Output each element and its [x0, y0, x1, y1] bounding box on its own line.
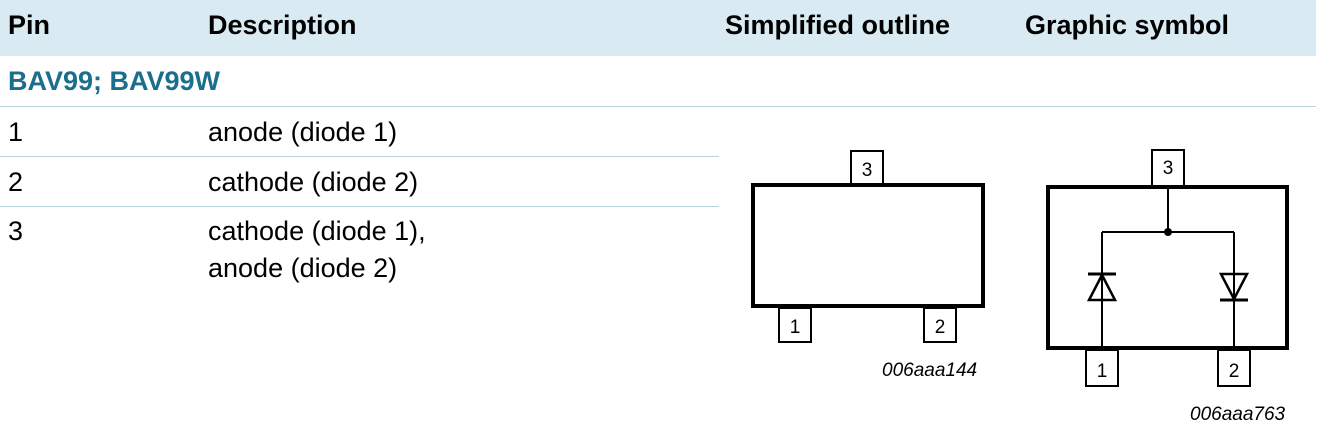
pin-number: 3	[8, 216, 24, 246]
diode-2-icon	[1218, 272, 1250, 302]
group-row: BAV99; BAV99W	[0, 56, 1316, 107]
device-group-title: BAV99; BAV99W	[8, 66, 221, 96]
pin-description: anode (diode 1)	[208, 117, 398, 147]
symbol-drawing-code: 006aaa763	[1190, 404, 1286, 425]
outline-pin-1-tab	[778, 307, 812, 343]
pin-description-line-1: cathode (diode 1),	[208, 216, 426, 246]
outline-drawing-code: 006aaa144	[882, 360, 978, 381]
simplified-outline-diagram: 3 1 2	[751, 150, 985, 343]
pin-description-line-2: anode (diode 2)	[208, 253, 398, 283]
outline-package-body	[751, 183, 985, 308]
pin-number: 1	[8, 117, 24, 147]
symbol-package-body	[1046, 185, 1289, 350]
diode-1-icon	[1086, 272, 1118, 302]
outline-pin-1-label: 1	[790, 317, 801, 338]
column-header-simplified-outline: Simplified outline	[725, 10, 951, 40]
column-header-pin: Pin	[8, 10, 51, 40]
column-header-graphic-symbol: Graphic symbol	[1025, 10, 1230, 40]
symbol-pin-1-label: 1	[1097, 361, 1108, 382]
symbol-pin-1-tab	[1085, 349, 1119, 387]
symbol-pin-3-tab	[1151, 149, 1185, 187]
table-row: 2 cathode (diode 2)	[0, 157, 719, 207]
symbol-pin-3-label: 3	[1163, 158, 1174, 179]
column-header-description: Description	[208, 10, 357, 40]
symbol-pin-2-tab	[1217, 349, 1251, 387]
graphic-symbol-diagram: 3 1 2	[1046, 149, 1289, 387]
table-header: Pin Description Simplified outline Graph…	[0, 0, 1316, 56]
symbol-pin-2-label: 2	[1229, 361, 1240, 382]
pin-description: cathode (diode 2)	[208, 167, 419, 197]
table-row: 1 anode (diode 1)	[0, 107, 719, 157]
outline-pin-3-label: 3	[862, 160, 873, 181]
outline-pin-2-tab	[923, 307, 957, 343]
pin-number: 2	[8, 167, 24, 197]
table-row: 3 cathode (diode 1), anode (diode 2)	[0, 207, 719, 297]
outline-pin-2-label: 2	[935, 317, 946, 338]
